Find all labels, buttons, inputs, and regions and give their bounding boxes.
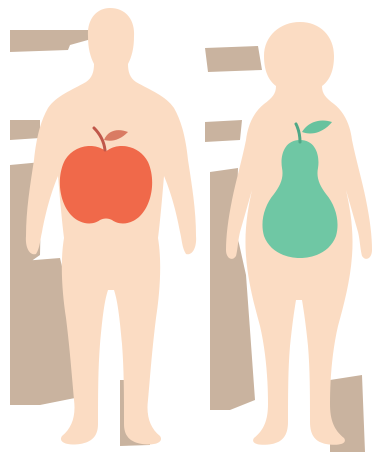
apple-body — [60, 146, 152, 223]
